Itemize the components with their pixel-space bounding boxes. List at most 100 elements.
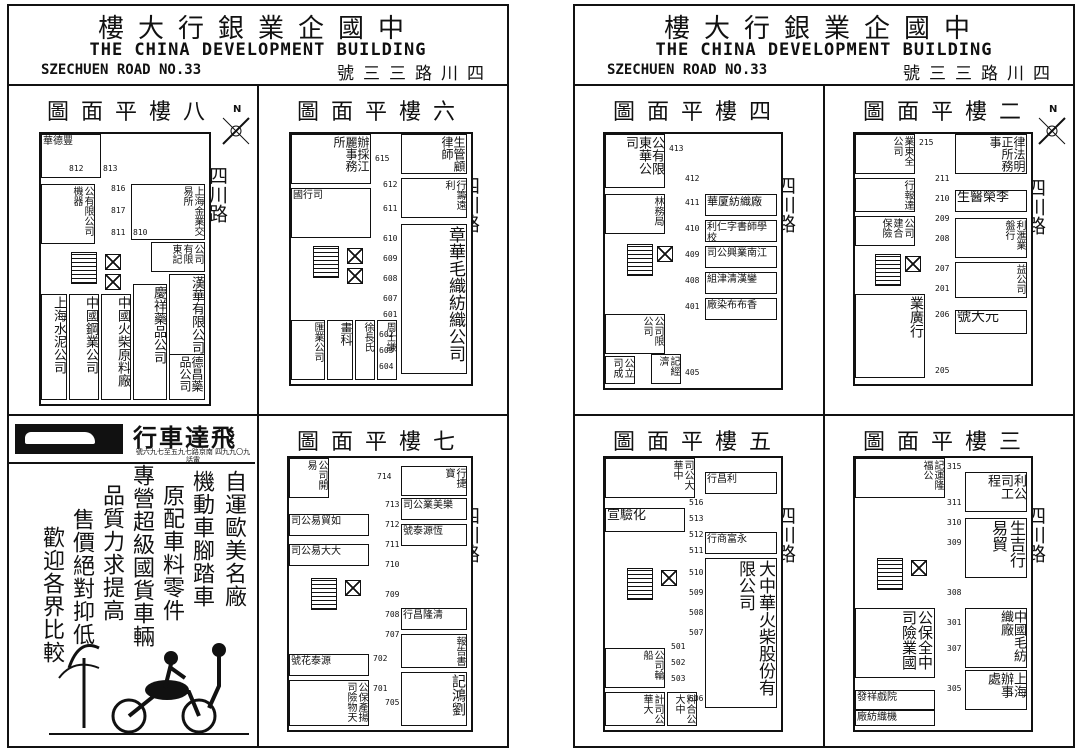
room-number: 412	[685, 174, 700, 183]
room-number: 817	[111, 206, 126, 215]
room-number: 509	[689, 588, 704, 597]
room-number: 612	[383, 180, 398, 189]
room-number: 409	[685, 250, 700, 259]
tenant-cell: 周士謙	[377, 320, 397, 380]
tenant-cell: 公司開易	[289, 458, 329, 498]
room-number: 710	[385, 560, 400, 569]
compass-icon: N	[219, 104, 253, 148]
floor-plan-8: 圖面平樓八 N 四川路 華德豐 公有限公司機器 上海金業交易所 公司有限東記 上…	[9, 86, 255, 412]
room-number: 712	[385, 520, 400, 529]
floor-plan-7: 圖面平樓七 四川路 公司開易 行捷寶 司公業美樂 司公易貿如 號泰源恆 司公易大…	[259, 416, 505, 742]
ad-line: 品質力求提高	[99, 484, 124, 622]
floor-plan-4: 圖面平樓四 四川路 公有限東華公司 林務局 華厦紡織廠 利仁字書師學校 司公興業…	[575, 86, 821, 412]
compass-icon: N	[1035, 104, 1069, 148]
tenant-cell: 公有限東華公司	[605, 134, 665, 188]
tenant-cell: 中國火柴原料廠	[101, 294, 131, 400]
building-outline: 公有限東華公司 林務局 華厦紡織廠 利仁字書師學校 司公興業南江 組津清漢鑾 廠…	[603, 132, 783, 390]
tenant-cell: 章華毛織紡織公司	[401, 224, 467, 374]
room-number: 209	[935, 214, 950, 223]
room-number: 305	[947, 684, 962, 693]
room-number: 502	[671, 658, 686, 667]
ad-line: 專營超級國貨車輛	[129, 464, 154, 648]
tenant-cell: 上海金業交易所	[131, 184, 205, 240]
stairs-icon	[627, 568, 653, 600]
address-cn: 號三三路川四	[903, 64, 1059, 84]
room-number: 510	[689, 568, 704, 577]
tenant-cell: 公司限公司	[605, 314, 665, 354]
tenant-cell: 公有限公司機器	[41, 184, 95, 244]
directory-sheet-left: 樓大行銀業企國中 THE CHINA DEVELOPMENT BUILDING …	[7, 4, 509, 748]
room-number: 601	[383, 310, 398, 319]
building-outline: 辦採江麗事務所 生管顧律師 國行司 行籌遠利 章華毛織紡織公司 匯業公司 畫科 …	[289, 132, 473, 386]
room-number: 205	[935, 366, 950, 375]
room-number: 811	[111, 228, 126, 237]
ad-line: 機動車腳踏車	[189, 470, 214, 608]
floor-title: 圖面平樓七	[296, 430, 467, 455]
tenant-cell: 號花泰源	[289, 654, 369, 676]
elevator-icon	[347, 248, 363, 264]
tenant-cell: 記運隆福公	[855, 458, 945, 498]
ad-banner: 行車達飛 號六九七至五九七路京南 四九九〇九話電	[9, 416, 255, 464]
tenant-cell: 業東全公司	[855, 134, 915, 174]
room-number: 215	[919, 138, 934, 147]
room-number: 309	[947, 538, 962, 547]
room-number: 211	[935, 174, 950, 183]
advertisement-panel: 行車達飛 號六九七至五九七路京南 四九九〇九話電 自運歐美名廠 機動車腳踏車 原…	[9, 416, 255, 742]
room-number: 408	[685, 276, 700, 285]
tenant-cell: 號大元	[955, 310, 1027, 334]
elevator-icon	[661, 570, 677, 586]
stairs-icon	[877, 558, 903, 590]
room-number: 708	[385, 610, 400, 619]
elevator-icon	[911, 560, 927, 576]
room-number: 410	[685, 224, 700, 233]
room-number: 608	[383, 274, 398, 283]
floor-plan-3: 圖面平樓三 四川路 記運隆福公 利公司工程 生吉行易貿 公保全中司險業國 中國毛…	[825, 416, 1071, 742]
room-number: 206	[935, 310, 950, 319]
tenant-cell: 國行司	[291, 188, 371, 238]
road-label: 四川路	[206, 166, 228, 223]
tenant-cell: 上海水泥公司	[41, 294, 67, 400]
room-number: 812	[69, 164, 84, 173]
room-number: 701	[373, 684, 388, 693]
room-number: 511	[689, 546, 704, 555]
room-number: 714	[377, 472, 392, 481]
room-number: 508	[689, 608, 704, 617]
floor-title: 圖面平樓八	[46, 100, 217, 125]
stairs-icon	[311, 578, 337, 610]
floor-title: 圖面平樓五	[612, 430, 783, 455]
room-number: 512	[689, 530, 704, 539]
room-number: 813	[103, 164, 118, 173]
room-number: 816	[111, 184, 126, 193]
car-icon	[15, 424, 123, 454]
tenant-cell: 公司建合保險	[855, 216, 915, 246]
sheet-header: 樓大行銀業企國中 THE CHINA DEVELOPMENT BUILDING …	[575, 6, 1073, 86]
tenant-cell: 華德豐	[41, 134, 101, 178]
sheet-header: 樓大行銀業企國中 THE CHINA DEVELOPMENT BUILDING …	[9, 6, 507, 86]
room-number: 503	[671, 674, 686, 683]
building-outline: 華德豐 公有限公司機器 上海金業交易所 公司有限東記 上海水泥公司 中國鋼業公司…	[39, 132, 211, 406]
building-outline: 業東全公司 律法明正所務事 行報達 生醫榮李 公司建合保險 利滙業盤行 業廣行 …	[853, 132, 1033, 386]
room-number: 307	[947, 644, 962, 653]
room-number: 201	[935, 284, 950, 293]
room-number: 705	[385, 698, 400, 707]
tenant-cell: 行報達	[855, 178, 915, 212]
address-en: SZECHUEN ROAD NO.33	[41, 62, 202, 78]
room-number: 301	[947, 618, 962, 627]
room-number: 401	[685, 302, 700, 311]
tenant-cell: 行昌利	[705, 472, 777, 494]
elevator-icon	[347, 268, 363, 284]
tenant-cell: 中國毛紡織廠	[965, 608, 1027, 668]
building-outline: 公司開易 行捷寶 司公業美樂 司公易貿如 號泰源恆 司公易大大 行昌隆清 報告書…	[287, 456, 473, 732]
tenant-cell: 料合公大中	[667, 692, 697, 726]
tenant-cell: 公保全中司險業國	[855, 608, 935, 678]
address-cn: 號三三路川四	[337, 64, 493, 84]
ad-line: 歡迎各界比較	[39, 526, 64, 664]
tenant-cell: 公司輪船	[605, 648, 665, 688]
floor-plan-5: 圖面平樓五 四川路 司公大華中 行昌利 宣驗化 行商富永 大中華火柴股份有限公司…	[575, 416, 821, 742]
room-number: 810	[133, 228, 148, 237]
room-number: 615	[375, 154, 390, 163]
tenant-cell: 利滙業盤行	[955, 218, 1027, 258]
tenant-cell: 畫科	[327, 320, 353, 380]
ad-line: 自運歐美名廠	[221, 470, 246, 608]
room-number: 411	[685, 198, 700, 207]
